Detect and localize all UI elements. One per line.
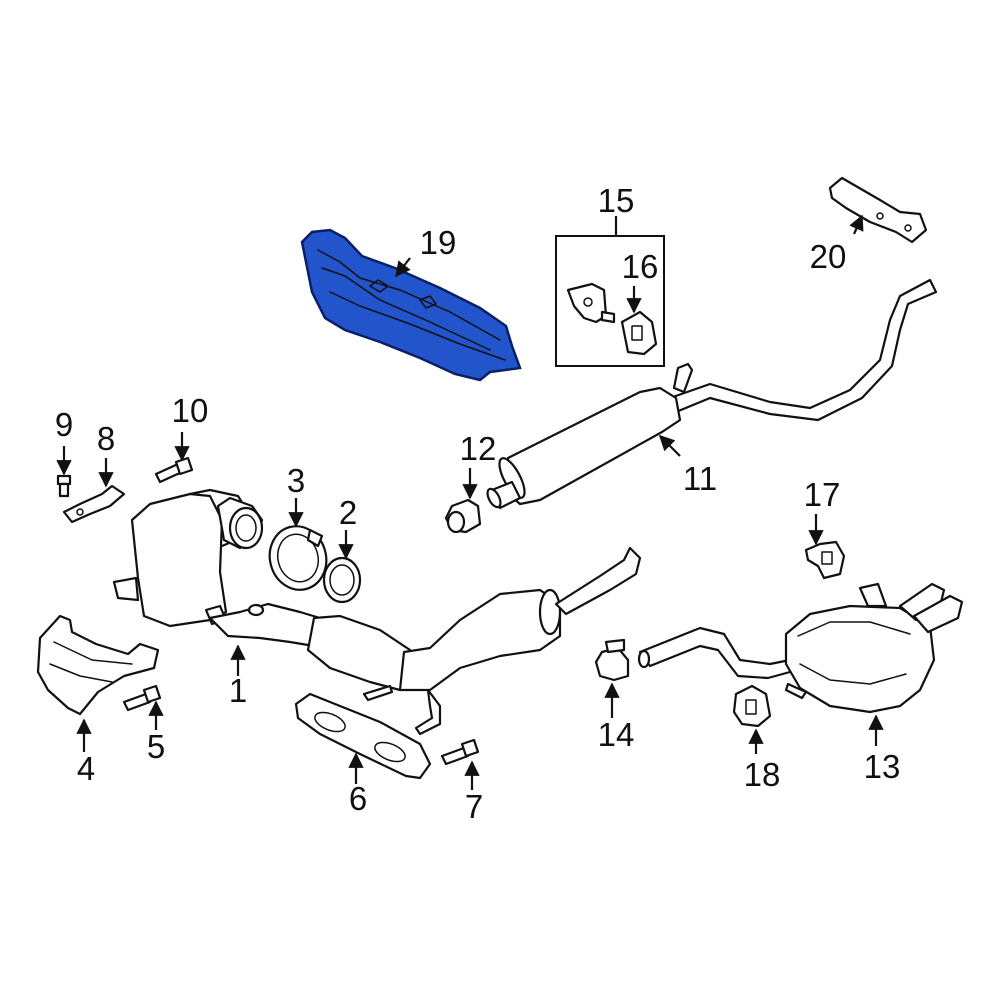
callout-6: 6 xyxy=(349,780,367,817)
callout-7: 7 xyxy=(465,788,483,825)
callout-12: 12 xyxy=(460,430,497,467)
part-14-clamp[interactable] xyxy=(594,638,630,682)
part-20-bracket[interactable] xyxy=(828,176,928,244)
callout-4: 4 xyxy=(77,750,95,787)
callout-2: 2 xyxy=(339,494,357,531)
callout-16: 16 xyxy=(622,248,659,285)
callout-labels: 1 2 3 4 5 6 7 8 9 10 11 12 13 14 15 16 1… xyxy=(55,182,901,825)
callout-13: 13 xyxy=(864,748,901,785)
callout-20: 20 xyxy=(810,238,847,275)
part-7-bolt[interactable] xyxy=(440,738,480,766)
callout-15: 15 xyxy=(598,182,635,219)
part-4-heat-shield[interactable] xyxy=(36,614,160,716)
part-10-bolt[interactable] xyxy=(154,456,194,484)
part-11-intermediate-pipe[interactable] xyxy=(485,278,938,510)
callout-9: 9 xyxy=(55,406,73,443)
callout-1: 1 xyxy=(229,672,247,709)
part-9-bolt[interactable] xyxy=(56,474,72,498)
part-2-gasket[interactable] xyxy=(322,556,362,604)
part-19-heat-shield[interactable] xyxy=(300,228,522,382)
leader-lines xyxy=(56,214,884,790)
part-15-mount-kit[interactable] xyxy=(555,235,665,367)
callout-10: 10 xyxy=(172,392,209,429)
callout-19: 19 xyxy=(420,224,457,261)
part-18-rubber-hanger[interactable] xyxy=(732,684,772,728)
part-3-clamp-ring[interactable] xyxy=(263,520,334,596)
part-13-rear-muffler[interactable] xyxy=(637,582,964,714)
callout-17: 17 xyxy=(804,476,841,513)
part-8-bracket[interactable] xyxy=(62,484,126,524)
callout-3: 3 xyxy=(287,462,305,499)
part-17-hanger-bracket[interactable] xyxy=(804,540,846,580)
part-5-bolt[interactable] xyxy=(122,684,162,712)
part-6-flange-gasket[interactable] xyxy=(294,692,432,780)
callout-8: 8 xyxy=(97,420,115,457)
callout-5: 5 xyxy=(147,728,165,765)
callout-18: 18 xyxy=(744,756,781,793)
part-16-rubber-hanger[interactable] xyxy=(620,310,658,356)
callout-14: 14 xyxy=(598,716,635,753)
callout-11: 11 xyxy=(683,460,717,497)
part-12-clamp[interactable] xyxy=(444,498,482,534)
part-1-front-pipe-catalyst[interactable] xyxy=(112,488,642,736)
